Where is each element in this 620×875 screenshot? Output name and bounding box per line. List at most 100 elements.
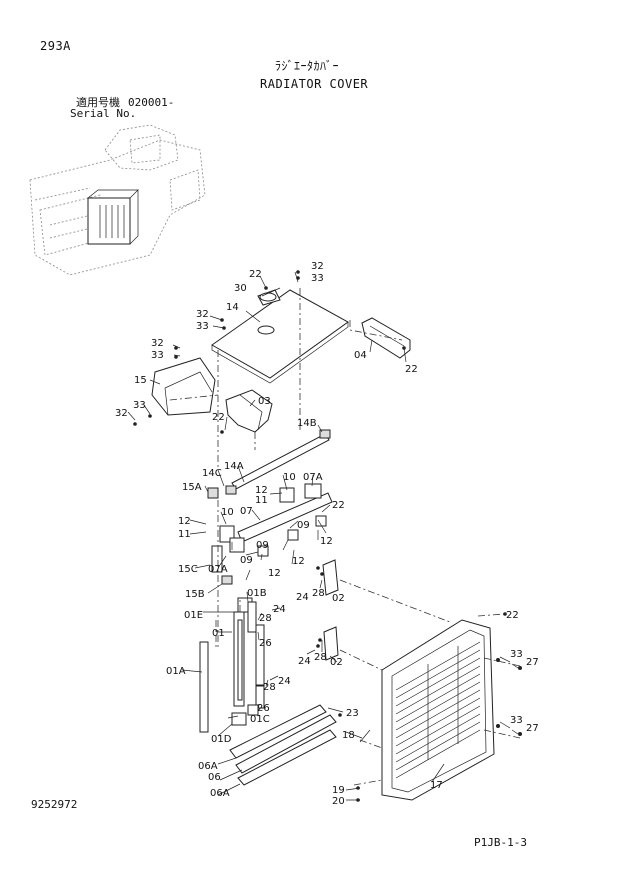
radiator-cover-highlight (87, 197, 131, 245)
center-lines (169, 288, 521, 786)
base-01d (231, 712, 247, 726)
callout-32: 32 (151, 338, 164, 349)
clip-09-c (315, 515, 327, 527)
callout-27: 27 (526, 657, 539, 668)
callout-02: 02 (330, 657, 343, 668)
callout-28: 28 (263, 682, 276, 693)
callout-22: 22 (405, 364, 418, 375)
callout-33: 33 (510, 715, 523, 726)
callout-07a: 07A (303, 472, 323, 483)
callout-09: 09 (297, 520, 310, 531)
callout-24: 24 (273, 604, 286, 615)
callout-14b: 14B (297, 418, 317, 429)
callout-09: 09 (240, 555, 253, 566)
post-15c (211, 545, 223, 573)
bracket-02-upper (322, 559, 339, 596)
bracket-02-lower (323, 626, 339, 661)
callout-06a: 06A (210, 788, 230, 799)
end-cap-14b (319, 429, 331, 439)
callout-12: 12 (268, 568, 281, 579)
radiator-grille-cover-17 (381, 619, 495, 801)
callout-06: 06 (208, 772, 221, 783)
block-15b (221, 575, 233, 585)
title-japanese: ﾗｼﾞｴｰﾀｶﾊﾞｰ (275, 59, 340, 73)
callout-09: 09 (256, 540, 269, 551)
callout-12: 12 (255, 485, 268, 496)
plate-07a-upper (304, 483, 322, 499)
callout-27: 27 (526, 723, 539, 734)
rod-18 (359, 729, 371, 743)
drawing-number: 9252972 (31, 798, 78, 811)
callout-17: 17 (430, 780, 443, 791)
pipe-01a (199, 641, 209, 733)
serial-label-japanese: 適用号機 (76, 96, 120, 109)
leader-lines (127, 271, 519, 801)
callout-01b: 01B (247, 588, 267, 599)
callout-20: 20 (332, 796, 345, 807)
rail-06a-lower (237, 729, 337, 786)
callout-11: 11 (178, 529, 191, 540)
callout-24: 24 (278, 676, 291, 687)
callout-06a: 06A (198, 761, 218, 772)
callout-14a: 14A (224, 461, 244, 472)
callout-11: 11 (255, 495, 268, 506)
callout-01: 01 (212, 628, 225, 639)
callout-14: 14 (226, 302, 239, 313)
callout-07: 07 (240, 506, 253, 517)
callout-33: 33 (196, 321, 209, 332)
strip-01b (247, 601, 257, 633)
column-01 (233, 611, 245, 707)
support-part-03 (225, 389, 273, 433)
callout-28: 28 (314, 652, 327, 663)
bracket-part-04 (361, 317, 411, 359)
callout-28: 28 (259, 613, 272, 624)
callout-30: 30 (234, 283, 247, 294)
strip-26-upper (255, 624, 265, 686)
callout-26: 26 (259, 638, 272, 649)
clip-09-b (287, 529, 299, 541)
serial-number-value: 020001- (128, 96, 175, 109)
callout-24: 24 (296, 592, 309, 603)
callout-32: 32 (115, 408, 128, 419)
callout-04: 04 (354, 350, 367, 361)
block-15a (207, 487, 219, 499)
side-panel-15 (151, 357, 216, 416)
callout-01e: 01E (184, 610, 203, 621)
callout-32: 32 (311, 261, 324, 272)
callout-14c: 14C (202, 468, 222, 479)
callout-18: 18 (342, 730, 355, 741)
fasteners (133, 270, 522, 802)
callout-26: 26 (257, 703, 270, 714)
callout-22: 22 (332, 500, 345, 511)
callout-22: 22 (249, 269, 262, 280)
part-callouts: 22 32 33 30 32 14 33 32 33 04 22 15 03 3… (115, 261, 539, 807)
callout-33: 33 (311, 273, 324, 284)
strip-26-lower (255, 685, 265, 709)
bracket-10-upper (279, 487, 295, 503)
callout-02: 02 (332, 593, 345, 604)
callout-19: 19 (332, 785, 345, 796)
callout-15b: 15B (185, 589, 205, 600)
machine-location-sketch (29, 124, 206, 276)
callout-07a: 07A (208, 564, 228, 575)
callout-33: 33 (133, 400, 146, 411)
rail-06 (235, 714, 337, 774)
clip-09-a (257, 545, 269, 557)
callout-32: 32 (196, 309, 209, 320)
page-code: 293A (40, 39, 71, 53)
page-reference: P1JB-1-3 (474, 836, 527, 849)
callout-23: 23 (346, 708, 359, 719)
callout-10: 10 (283, 472, 296, 483)
callout-12: 12 (178, 516, 191, 527)
callout-28: 28 (312, 588, 325, 599)
callout-15: 15 (134, 375, 147, 386)
callout-22: 22 (212, 412, 225, 423)
top-cover-plate (211, 289, 349, 384)
callout-33: 33 (151, 350, 164, 361)
callout-15c: 15C (178, 564, 198, 575)
callout-15a: 15A (182, 482, 202, 493)
callout-12: 12 (320, 536, 333, 547)
title-english: RADIATOR COVER (260, 77, 369, 91)
callout-33: 33 (510, 649, 523, 660)
